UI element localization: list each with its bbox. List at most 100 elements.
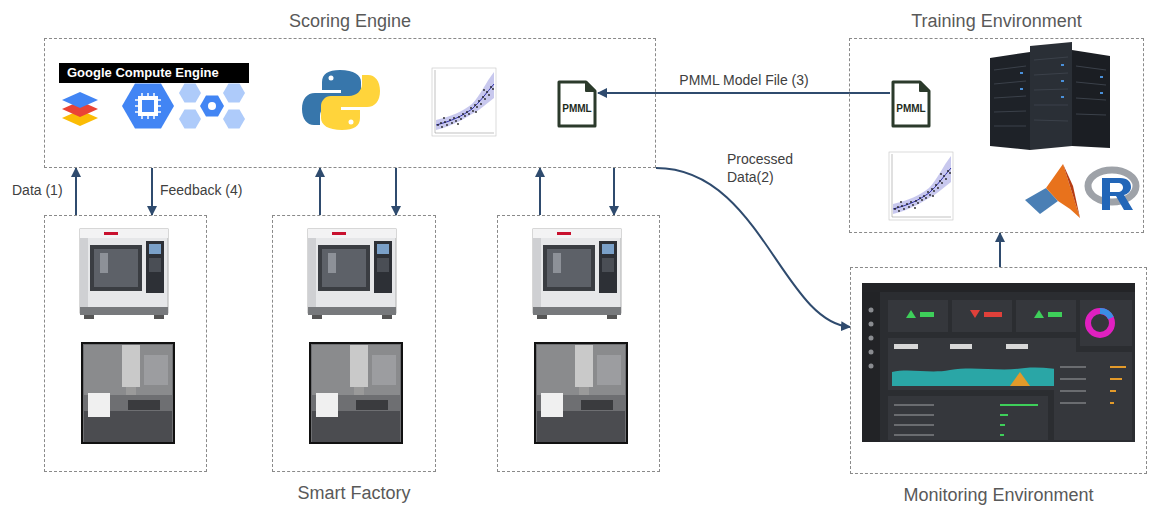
- graphic-part: [1034, 120, 1068, 121]
- graphic-part: [906, 310, 916, 318]
- graphic-part: [1110, 366, 1126, 368]
- machine-box: Smart Factory: [272, 215, 436, 472]
- graphic-part: [990, 52, 1030, 150]
- file-label: PMML: [896, 103, 925, 115]
- scoring-engine-box: Scoring EngineGoogle Compute EnginePMML: [44, 38, 656, 168]
- graphic-part: [1060, 378, 1086, 380]
- graphic-part: [1060, 366, 1086, 368]
- cnc-machine: [308, 229, 402, 443]
- graphic-part: [1076, 114, 1106, 115]
- graphic-part: [1110, 378, 1122, 380]
- r-logo: [1088, 170, 1136, 210]
- graphic-part: [1000, 434, 1004, 436]
- graphic-part: [135, 105, 138, 107]
- graphic-part: [1076, 66, 1106, 70]
- graphic-part: [1020, 88, 1023, 90]
- graphic-part: [920, 312, 934, 317]
- graphic-part: [994, 57, 1106, 126]
- graphic-part: [1061, 96, 1064, 98]
- graphic-part: [179, 110, 201, 129]
- flow-arrow: [598, 92, 890, 94]
- flow-arrow: [151, 168, 153, 215]
- graphic-part: [894, 414, 934, 416]
- graphic-part: [994, 111, 1026, 112]
- dashboard-screenshot: [862, 283, 1135, 442]
- graphic-part: [559, 82, 595, 126]
- graphic-part: [1110, 366, 1126, 404]
- graphic-part: [179, 84, 201, 103]
- graphic-part: [141, 93, 143, 96]
- graphic-part: [1076, 98, 1106, 100]
- monitoring-box: Monitoring Environment: [850, 267, 1147, 474]
- graphic-part: [1010, 372, 1030, 386]
- graphic-part: [1102, 178, 1133, 210]
- edge-label-holder: Data (1): [12, 181, 63, 199]
- graphic-part: [1072, 50, 1110, 148]
- graphic-part: [158, 105, 161, 107]
- graphic-part: [920, 82, 929, 91]
- model-file-icon: PMML: [556, 79, 598, 129]
- graphic-part: [869, 336, 874, 341]
- edge-label: Feedback (4): [160, 182, 242, 198]
- graphic-part: [950, 344, 972, 349]
- box-heading: Smart Factory: [273, 482, 435, 504]
- cnc-machine: [80, 229, 174, 443]
- graphic-part: [122, 84, 174, 129]
- graphic-part: [1061, 64, 1064, 66]
- edge-label: Data (1): [12, 182, 63, 198]
- edge-label-holder: PMML Model File (3): [679, 71, 808, 89]
- graphic-part: [1000, 414, 1008, 416]
- graphic-part: [994, 96, 1026, 98]
- graphic-part: [135, 99, 138, 101]
- graphic-part: [141, 116, 143, 119]
- platform-label: Google Compute Engine: [59, 63, 249, 83]
- graphic-part: [1100, 76, 1103, 78]
- graphic-part: [888, 300, 948, 332]
- graphic-part: [200, 96, 224, 117]
- graphic-part: [869, 364, 874, 369]
- graphic-part: [586, 82, 595, 91]
- graphic-part: [1088, 311, 1112, 335]
- graphic-part: [1110, 402, 1114, 404]
- graphic-part: [1016, 300, 1076, 332]
- edge-label-holder: Processed Data(2): [727, 150, 807, 186]
- graphic-part: [1034, 105, 1068, 106]
- graphic-part: [894, 434, 934, 436]
- graphic-part: [862, 283, 1135, 292]
- graphic-part: [994, 66, 1026, 70]
- graphic-part: [894, 404, 934, 406]
- machine-box: [497, 215, 660, 472]
- graphic-part: [1076, 82, 1106, 85]
- cnc-machine: [533, 229, 627, 443]
- graphic-part: [147, 116, 149, 119]
- graphic-part: [894, 344, 918, 349]
- flow-arrow: [613, 168, 615, 215]
- graphic-part: [1060, 390, 1086, 392]
- graphic-part: [1034, 89, 1068, 90]
- graphic-part: [158, 111, 161, 113]
- graphic-part: [970, 310, 980, 318]
- graphic-part: [869, 308, 874, 369]
- graphic-part: [869, 322, 874, 327]
- graphic-part: [888, 396, 1048, 440]
- file-label: PMML: [562, 103, 591, 115]
- graphic-part: [1110, 390, 1116, 392]
- flow-arrow: [319, 168, 321, 215]
- graphic-part: [138, 96, 158, 116]
- graphic-part: [888, 338, 1076, 390]
- graphic-part: [1063, 164, 1080, 218]
- graphic-part: [142, 100, 154, 112]
- flow-arrow: [999, 233, 1001, 267]
- graphic-part: [894, 404, 934, 436]
- flow-arrow: [395, 168, 397, 215]
- graphic-part: [984, 312, 1002, 317]
- model-file-icon: PMML: [890, 79, 932, 129]
- graphic-part: [952, 300, 1012, 332]
- graphic-part: [862, 292, 880, 442]
- graphic-part: [321, 75, 380, 130]
- graphic-part: [1020, 64, 1103, 98]
- graphic-part: [223, 84, 245, 103]
- cloud-icons: [62, 84, 245, 129]
- graphic-part: [208, 102, 216, 110]
- matlab-logo: [1025, 164, 1080, 218]
